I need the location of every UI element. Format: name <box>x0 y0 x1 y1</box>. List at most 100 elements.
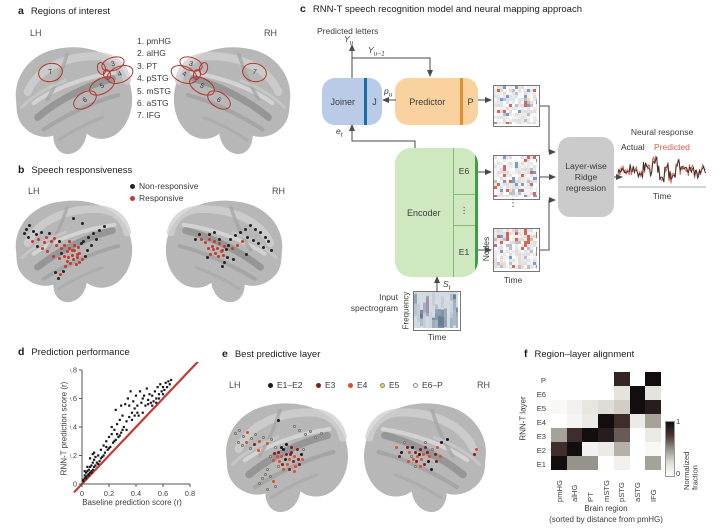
layer-dot <box>302 448 306 452</box>
layer-dot <box>291 460 295 464</box>
layer-dot <box>289 453 293 456</box>
electrode-dot <box>251 239 255 243</box>
heatmap-cell <box>613 456 630 470</box>
electrode-dot <box>61 269 65 273</box>
svg-text:0.6: 0.6 <box>158 489 168 498</box>
heatmap-cell <box>629 386 646 400</box>
electrode-dot <box>227 243 231 247</box>
layer-dot <box>422 462 426 466</box>
heatmap-cell <box>582 442 599 456</box>
electrode-dot <box>231 247 235 250</box>
layer-dot <box>439 455 443 459</box>
electrode-dot <box>261 245 265 249</box>
layer-dot <box>285 443 288 447</box>
layer-dot <box>394 445 398 449</box>
scatter-ylabel: RNN-T prediction score (r) <box>59 381 69 476</box>
electrode-dot <box>69 261 73 265</box>
colorbar-max-label: 1 <box>676 417 681 426</box>
heatmap-cell <box>566 372 583 386</box>
electrode-dot <box>83 254 87 258</box>
encoder-label: Encoder <box>406 207 441 218</box>
electrode-dot <box>73 243 77 247</box>
layer-dot <box>406 460 410 464</box>
heatmap-cell <box>629 442 646 456</box>
legend-item-e1-e2: E1–E2 <box>268 380 303 390</box>
heatmap-cell <box>582 386 599 400</box>
electrode-dot <box>50 240 54 244</box>
layer-dot <box>297 457 301 461</box>
brain-surface-rh-layers <box>360 392 494 514</box>
heatmap-cell <box>613 386 630 400</box>
layer-dot <box>234 432 238 436</box>
electrode-dot <box>208 237 212 241</box>
electrode-dot <box>80 221 84 225</box>
roi-legend-item: 7. IFG <box>137 110 161 121</box>
electrode-dot <box>42 241 46 245</box>
legend-item-e5: E5 <box>380 380 399 390</box>
electrode-dot <box>51 254 55 258</box>
heatmap-cell <box>551 372 567 386</box>
layer-dot <box>266 488 270 492</box>
layer-dot <box>287 467 291 471</box>
electrode-dot <box>82 240 86 244</box>
heatmap-cell <box>629 372 646 386</box>
heatmap-cell <box>566 414 583 428</box>
heatmap-col-label: pSTG <box>617 482 627 502</box>
heatmap-cell <box>598 372 614 386</box>
svg-text:0.4: 0.4 <box>70 423 77 432</box>
legend-label: Non-responsive <box>139 181 199 191</box>
layer-dot <box>421 453 425 456</box>
legend-label: E3 <box>325 380 336 390</box>
layer-dot <box>268 474 272 478</box>
layer-dot <box>424 445 428 449</box>
layer-dot <box>290 445 294 449</box>
panel-a-letter: a <box>18 5 24 17</box>
layer-dot <box>413 450 417 454</box>
layer-dot <box>408 450 412 454</box>
panel-f-title-text: Region–layer alignment <box>534 349 635 360</box>
heatmap-ylabel: RNN-T layer <box>518 396 528 441</box>
input-label-line2: spectrogram <box>350 303 398 313</box>
response-time-axis-label: Time <box>652 191 672 201</box>
electrode-dot <box>56 276 60 280</box>
panel-d-letter: d <box>18 346 25 358</box>
electrode-dot <box>45 235 49 239</box>
electrode-dot <box>214 251 218 255</box>
encoder-e6-activations-matrix <box>493 155 540 200</box>
electrode-dot <box>72 217 75 221</box>
layer-dot <box>279 455 283 459</box>
legend-dot <box>413 382 418 388</box>
electrode-dot <box>238 231 242 235</box>
heatmap-cell <box>645 442 661 456</box>
heatmap-cell <box>551 414 567 428</box>
electrode-dot <box>249 224 253 228</box>
colorbar-title: Normalized fraction <box>682 420 700 490</box>
layer-dot <box>274 484 278 488</box>
roi-legend-item: 6. aSTG <box>137 98 169 109</box>
legend-dot <box>130 183 135 189</box>
electrode-dot <box>241 240 245 244</box>
layer-dot <box>414 460 418 464</box>
layer-dot <box>413 465 417 469</box>
electrode-dot <box>65 259 69 263</box>
layer-dot <box>425 450 429 454</box>
ridge-line3: regression <box>565 182 607 193</box>
heatmap-cell <box>582 372 599 386</box>
layer-dot <box>287 457 291 461</box>
electrode-dot <box>208 233 212 237</box>
svg-text:0: 0 <box>73 480 77 489</box>
legend-item-non-responsive: Non-responsive <box>130 181 199 191</box>
input-label-line1: Input <box>379 292 398 302</box>
electrode-dot <box>269 249 273 253</box>
panel-a-title-text: Regions of interest <box>30 6 111 17</box>
predicted-label: Predicted <box>654 142 690 152</box>
layer-dot <box>258 439 262 443</box>
legend-item-responsive: Responsive <box>130 193 183 203</box>
layer-dot <box>293 470 297 474</box>
heatmap-cell <box>613 442 630 456</box>
layer-dot <box>429 467 433 471</box>
legend-label: E1–E2 <box>277 380 303 390</box>
svg-text:0.2: 0.2 <box>104 489 114 498</box>
